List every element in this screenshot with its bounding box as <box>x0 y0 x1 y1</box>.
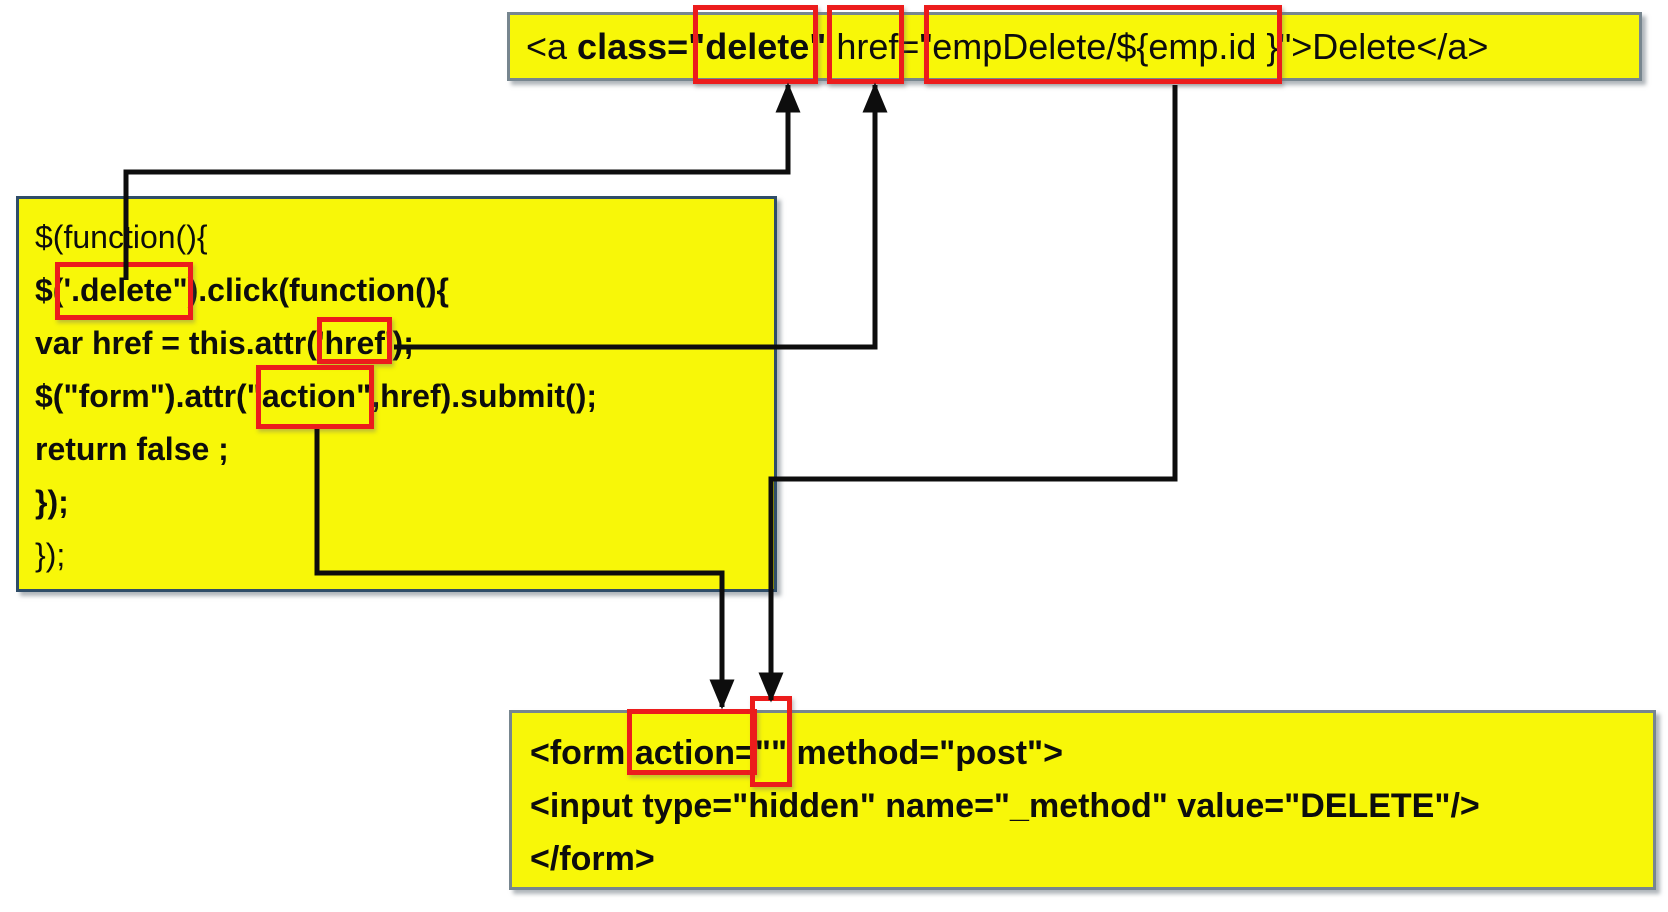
script-line-7: }); <box>35 537 66 573</box>
script-box: $(function(){ $('.delete").click(functio… <box>16 196 777 592</box>
form-open: <form <box>530 734 635 772</box>
anchor-space <box>826 26 836 68</box>
form-line-1: <form action="" method="post"> <box>530 727 1653 780</box>
script-line-3: var href = this.attr('href'); <box>35 317 774 370</box>
form-line-2: <input type="hidden" name="_method" valu… <box>530 787 1480 825</box>
bottom-action-highlight: action= <box>634 734 755 772</box>
top-delete-highlight: delete <box>693 4 819 84</box>
bottom-quotes-highlight: "" <box>754 734 788 772</box>
anchor-eq-quote: =" <box>898 25 933 67</box>
anchor-class-attr: class=" <box>577 25 706 67</box>
mid-href-highlight: href <box>324 325 385 361</box>
anchor-quote: " <box>809 25 827 67</box>
script-line-5: return false ; <box>35 431 229 467</box>
script-line-4: $("form").attr("action",href).submit(); <box>35 370 774 423</box>
anchor-a-open: <a <box>526 25 578 67</box>
empdelete-connector-arrow <box>758 85 1178 703</box>
script-line-1: $(function(){ <box>35 219 208 255</box>
form-box: <form action="" method="post"> <input ty… <box>509 710 1656 890</box>
top-href-highlight: href <box>827 4 905 84</box>
anchor-tail: ">Delete</a> <box>1278 25 1489 67</box>
script-l2-rest: ).click(function(){ <box>187 272 449 308</box>
mid-action-highlight: action" <box>261 378 372 414</box>
script-l4-rest: ,href).submit(); <box>371 378 597 414</box>
anchor-box: <a class="delete" href="empDelete/${emp.… <box>507 4 1642 84</box>
script-line-6: }); <box>35 484 69 520</box>
top-empdelete-highlight: empDelete/${emp.id } <box>924 4 1283 84</box>
script-l3-open: var href = this.attr(' <box>35 325 325 361</box>
script-l4-open: $("form").attr(" <box>35 378 262 414</box>
script-l3-rest: '); <box>384 325 414 361</box>
form-method: method="post"> <box>787 734 1064 772</box>
script-line-2: $('.delete").click(function(){ <box>35 264 774 317</box>
form-line-3: </form> <box>530 840 655 878</box>
mid-delete-highlight: '.delete" <box>63 272 188 308</box>
script-l2-open: $( <box>35 272 64 308</box>
